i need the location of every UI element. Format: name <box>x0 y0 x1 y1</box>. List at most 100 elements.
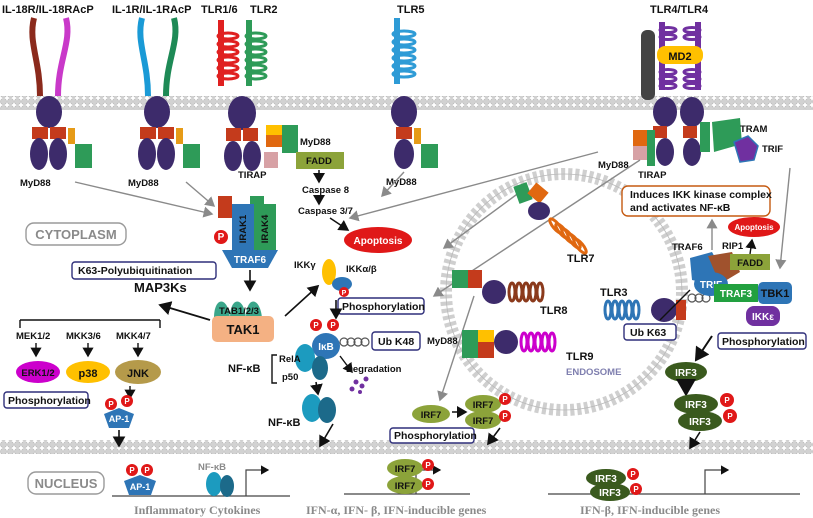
label-jnk: JNK <box>127 368 149 380</box>
svg-text:P: P <box>727 412 733 421</box>
nfkb-nucleus <box>206 472 222 496</box>
label-traf3: TRAF3 <box>720 289 753 300</box>
label-tlr2: TLR2 <box>250 4 278 16</box>
irf3-nucleus <box>586 469 626 487</box>
svg-text:P: P <box>218 232 225 243</box>
label-traf6-2: TRAF6 <box>672 242 703 253</box>
label-degradation: Degradation <box>346 364 402 375</box>
irf7-node-1 <box>412 405 450 423</box>
label-il18r: IL-18R/IL-18RAcP <box>2 4 94 16</box>
svg-text:P: P <box>724 396 730 405</box>
label-phospho-4: Phosphorylation <box>394 430 477 442</box>
tlr3-receptor <box>603 298 686 322</box>
label-tlr16: TLR1/6 <box>201 4 238 16</box>
svg-text:IRF3: IRF3 <box>599 488 621 499</box>
phospho-irak <box>214 230 228 244</box>
label-ikk-line1: Induces IKK kinase complex <box>630 189 772 201</box>
nuclear-membrane <box>0 440 813 454</box>
label-irf3-1: IRF3 <box>675 368 697 379</box>
svg-text:IRF7: IRF7 <box>395 481 416 492</box>
label-p38: p38 <box>79 368 98 380</box>
svg-text:P: P <box>502 412 508 421</box>
svg-text:P: P <box>502 395 508 404</box>
ikk-gamma-node <box>322 259 336 285</box>
apoptosis-badge <box>344 227 412 253</box>
label-ifn-alpha-genes: IFN-α, IFN- β, IFN-inducible genes <box>306 503 487 517</box>
label-tirap-2: TIRAP <box>638 170 667 181</box>
phosphorylation-box-2 <box>337 297 425 315</box>
ikk-induction-box <box>621 185 771 217</box>
label-apoptosis-2: Apoptosis <box>734 223 774 232</box>
tbk1-box <box>758 282 792 304</box>
label-nfkb-1: NF-κB <box>228 363 260 375</box>
tlr4-receptor-complex <box>633 22 759 166</box>
irak-complex <box>218 196 278 268</box>
ap1-node-2 <box>124 475 156 495</box>
label-myd88-1: MyD88 <box>20 178 51 189</box>
label-ikk-line2: and activates NF-κB <box>630 202 731 214</box>
jnk-node <box>115 360 161 384</box>
label-k63poly: K63-Polyubiquitination <box>78 265 192 277</box>
svg-text:P: P <box>630 470 636 479</box>
svg-text:P: P <box>633 485 639 494</box>
label-fadd-1: FADD <box>306 156 332 167</box>
phosphorylation-box-3 <box>717 332 807 350</box>
svg-text:IRF3: IRF3 <box>685 400 707 411</box>
label-myd88-3: MyD88 <box>300 137 331 148</box>
label-tlr9: TLR9 <box>566 351 594 363</box>
svg-text:P: P <box>108 400 114 409</box>
label-tlr5: TLR5 <box>397 4 425 16</box>
label-myd88-6: MyD88 <box>427 336 458 347</box>
label-ap1-1: AP-1 <box>109 414 130 424</box>
phosphorylation-box-1 <box>3 391 89 409</box>
label-ikkg: IKKγ <box>294 260 316 271</box>
label-endosome: ENDOSOME <box>566 367 621 378</box>
svg-text:IRF3: IRF3 <box>595 474 617 485</box>
ap1-node-1 <box>104 408 134 428</box>
ikb-node <box>312 333 340 359</box>
label-md2: MD2 <box>668 51 691 63</box>
ubk48-box <box>371 331 421 351</box>
label-p50: p50 <box>282 372 298 383</box>
svg-text:P: P <box>425 480 431 489</box>
label-ap1-2: AP-1 <box>130 482 151 492</box>
label-il1r: IL-1R/IL-1RAcP <box>112 4 191 16</box>
tlr7-receptor <box>513 182 588 255</box>
label-ikke: IKKε <box>752 312 774 323</box>
label-nfkb-3: NF-κB <box>198 462 226 473</box>
apoptosis-badge-2 <box>728 217 780 237</box>
label-tbk1: TBK1 <box>761 288 790 300</box>
label-erk12: ERK1/2 <box>21 368 54 379</box>
label-map3k: MAP3Ks <box>134 280 187 295</box>
label-nfkb-2: NF-κB <box>268 417 300 429</box>
il1r-receptor <box>137 17 200 170</box>
label-caspase8: Caspase 8 <box>302 185 349 196</box>
cytoplasm-tag <box>25 222 127 246</box>
label-tram: TRAM <box>740 124 768 135</box>
svg-text:IRF7: IRF7 <box>473 416 494 427</box>
tak1-box <box>212 316 274 342</box>
svg-text:P: P <box>144 466 150 475</box>
label-ikb: IκB <box>318 342 334 353</box>
label-tlr44: TLR4/TLR4 <box>650 4 709 16</box>
label-phospho-1: Phosphorylation <box>8 395 91 407</box>
tlr8-receptor <box>452 270 545 304</box>
label-tlr8: TLR8 <box>540 305 568 317</box>
label-irak1: IRAK1 <box>238 214 249 243</box>
label-tlr3: TLR3 <box>600 287 628 299</box>
label-mkk47: MKK4/7 <box>116 331 151 342</box>
label-trif-1: TRIF <box>762 144 783 155</box>
irf3-node-1 <box>665 362 707 382</box>
label-tab: TAB1/2/3 <box>219 306 259 317</box>
label-inflammatory-cytokines: Inflammatory Cytokines <box>134 503 261 517</box>
label-ikkab: IKKα/β <box>346 264 377 275</box>
label-ifn-beta-genes: IFN-β, IFN-inducible genes <box>580 503 720 517</box>
svg-text:P: P <box>342 290 347 297</box>
traf3-box <box>714 284 758 302</box>
label-tlr7: TLR7 <box>567 253 595 265</box>
erk12-node <box>16 361 60 383</box>
label-irf7-1: IRF7 <box>421 410 442 421</box>
label-traf6-1: TRAF6 <box>234 255 267 266</box>
label-rip1: RIP1 <box>722 241 744 252</box>
label-ubk63: Ub K63 <box>630 327 666 339</box>
